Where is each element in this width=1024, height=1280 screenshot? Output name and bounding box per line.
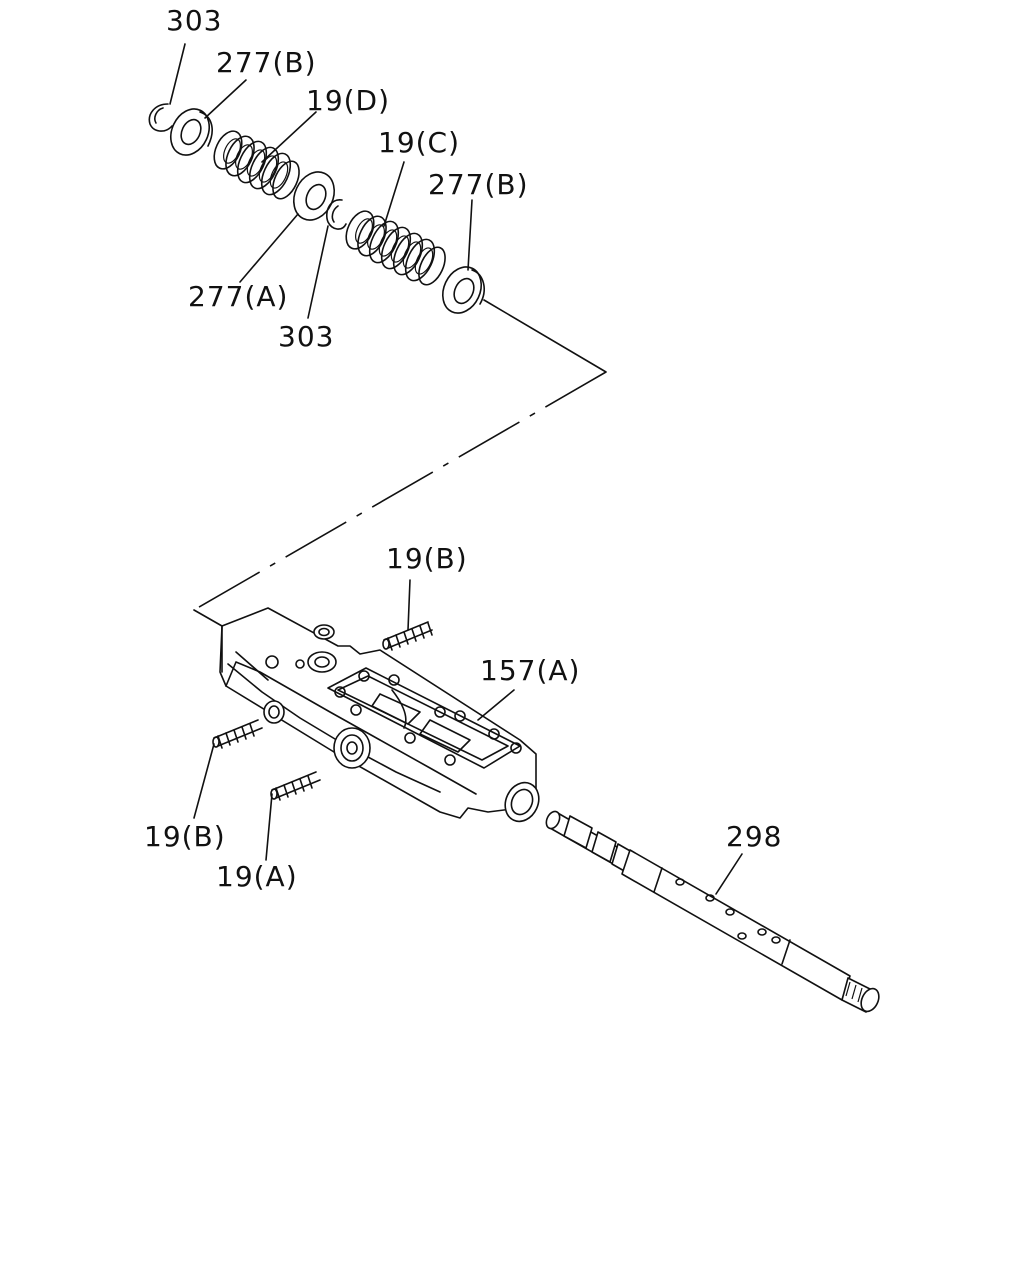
washer-277b-top xyxy=(169,108,213,156)
spring-19b-left xyxy=(212,719,263,749)
leader-lines-top xyxy=(169,43,473,319)
spring-19d xyxy=(213,130,300,200)
spring-19b-top xyxy=(382,621,433,651)
label-277a: 277(A) xyxy=(188,280,288,313)
snap-ring-303-mid xyxy=(326,199,347,230)
label-19b-left: 19(B) xyxy=(144,820,226,853)
leader-lines-bottom xyxy=(193,579,743,895)
label-19c: 19(C) xyxy=(378,126,460,159)
label-19d: 19(D) xyxy=(306,84,390,117)
label-303-mid: 303 xyxy=(278,320,334,353)
part-labels: 303 277(B) 19(D) 19(C) 277(B) 277(A) 303… xyxy=(144,4,782,893)
label-303-top: 303 xyxy=(166,4,222,37)
washer-277b-right xyxy=(441,266,485,314)
label-19b-top: 19(B) xyxy=(386,542,468,575)
label-277b-top: 277(B) xyxy=(216,46,317,79)
label-277b-right: 277(B) xyxy=(428,168,529,201)
label-157a: 157(A) xyxy=(480,654,580,687)
snap-ring-303-top xyxy=(148,103,173,132)
assembly-centerline xyxy=(193,299,607,627)
top-parts-group xyxy=(148,103,485,314)
label-298: 298 xyxy=(726,820,782,853)
spool-shaft-298 xyxy=(545,810,880,1013)
valve-body-157a xyxy=(219,607,540,823)
label-19a: 19(A) xyxy=(216,860,298,893)
spring-19c xyxy=(345,210,446,286)
spring-19a xyxy=(270,771,321,801)
